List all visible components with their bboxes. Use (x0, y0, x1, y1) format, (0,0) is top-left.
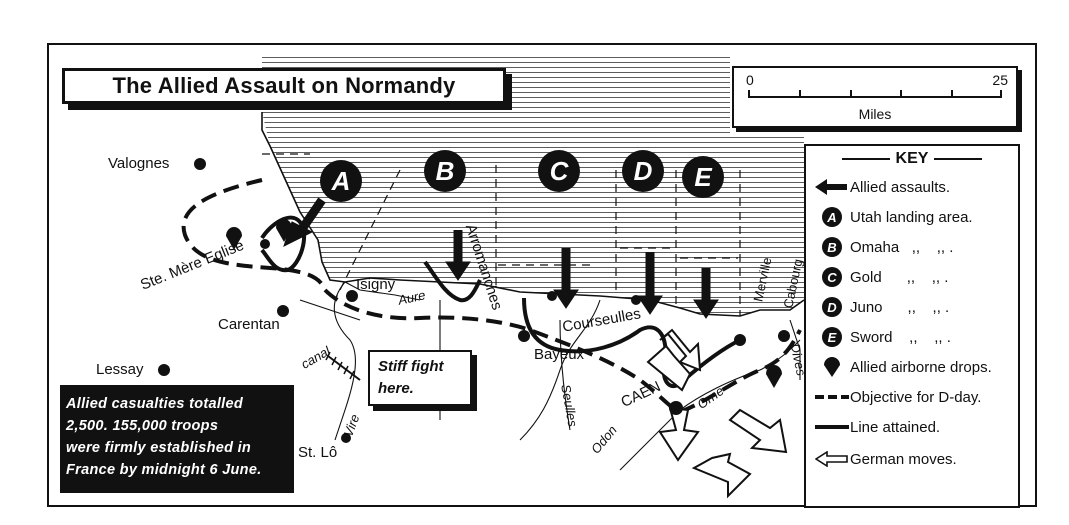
assault-circle-e: E (682, 156, 724, 198)
key-item-omaha: B Omaha ,, ,, . (814, 234, 1014, 260)
key-title: KEY (806, 150, 1018, 168)
key-label: Objective for D-day. (850, 388, 982, 406)
scale-bar-box: 0 25 Miles (732, 66, 1018, 128)
circle-c-icon: C (822, 267, 842, 287)
assault-circle-c: C (538, 150, 580, 192)
stiff-fight-callout: Stiff fight here. (368, 350, 472, 406)
circle-a-icon: A (822, 207, 842, 227)
key-label: Sword ,, ,, . (850, 328, 951, 346)
scale-bar (748, 90, 1002, 98)
circle-e-icon: E (822, 327, 842, 347)
sector-boundaries (262, 153, 741, 316)
key-item-gold: C Gold ,, ,, . (814, 264, 1014, 290)
sea-area (262, 56, 804, 316)
key-item-allied-assaults: Allied assaults. (814, 174, 1014, 200)
german-move-arrows (646, 328, 788, 499)
assault-circle-b: B (424, 150, 466, 192)
map-frame (47, 43, 1037, 507)
scale-unit: Miles (858, 106, 892, 122)
circle-b-icon: B (822, 237, 842, 257)
key-item-line-attained: Line attained. (814, 414, 1014, 440)
key-label: Utah landing area. (850, 208, 973, 226)
scale-end: 25 (992, 72, 1008, 88)
key-item-juno: D Juno ,, ,, . (814, 294, 1014, 320)
label-valognes: Valognes (108, 155, 170, 172)
rivers (299, 281, 801, 471)
stiff-fight-line-2: here. (378, 380, 414, 397)
key-item-utah: A Utah landing area. (814, 204, 1014, 230)
circle-d-icon: D (822, 297, 842, 317)
town-dots (158, 158, 790, 443)
casualties-line-2: 2,500. 155,000 troops (66, 418, 219, 434)
objective-line (181, 178, 802, 414)
assault-circle-d: D (622, 150, 664, 192)
key-label: Omaha ,, ,, . (850, 238, 954, 256)
label-bayeux: Bayeux (534, 346, 585, 363)
casualties-line-3: were firmly established in (66, 440, 252, 456)
key-label: Juno ,, ,, . (850, 298, 950, 316)
label-st-lo: St. Lô (298, 444, 338, 461)
label-isigny: Isigny (356, 276, 396, 293)
casualties-line-1: Allied casualties totalled (66, 396, 244, 412)
solid-line-icon (814, 416, 850, 438)
key-label: Allied assaults. (850, 178, 951, 196)
assault-circle-a: A (320, 160, 362, 202)
dashed-line-icon (814, 386, 850, 408)
casualties-line-4: France by midnight 6 June. (66, 462, 262, 478)
key-item-german-moves: German moves. (814, 446, 1014, 472)
scale-start: 0 (746, 72, 754, 88)
key-label: German moves. (850, 450, 957, 468)
key-item-airborne: Allied airborne drops. (814, 354, 1014, 380)
airborne-drops (226, 219, 782, 388)
map-title: The Allied Assault on Normandy (112, 73, 456, 98)
label-lessay: Lessay (96, 361, 144, 378)
parachute-icon (814, 356, 850, 378)
label-carentan: Carentan (218, 316, 280, 333)
black-arrow-icon (814, 176, 850, 198)
key-label: Line attained. (850, 418, 941, 436)
casualties-note: Allied casualties totalled 2,500. 155,00… (60, 385, 294, 493)
stiff-fight-line-1: Stiff fight (378, 358, 444, 375)
canal-hatch (325, 351, 361, 381)
key-label: Allied airborne drops. (850, 358, 992, 376)
key-item-objective: Objective for D-day. (814, 384, 1014, 410)
hollow-arrow-icon (814, 448, 850, 470)
map-key: KEY Allied assaults. A Utah landing area… (804, 144, 1020, 508)
key-item-sword: E Sword ,, ,, . (814, 324, 1014, 350)
map-title-box: The Allied Assault on Normandy (62, 68, 506, 104)
key-label: Gold ,, ,, . (850, 268, 949, 286)
